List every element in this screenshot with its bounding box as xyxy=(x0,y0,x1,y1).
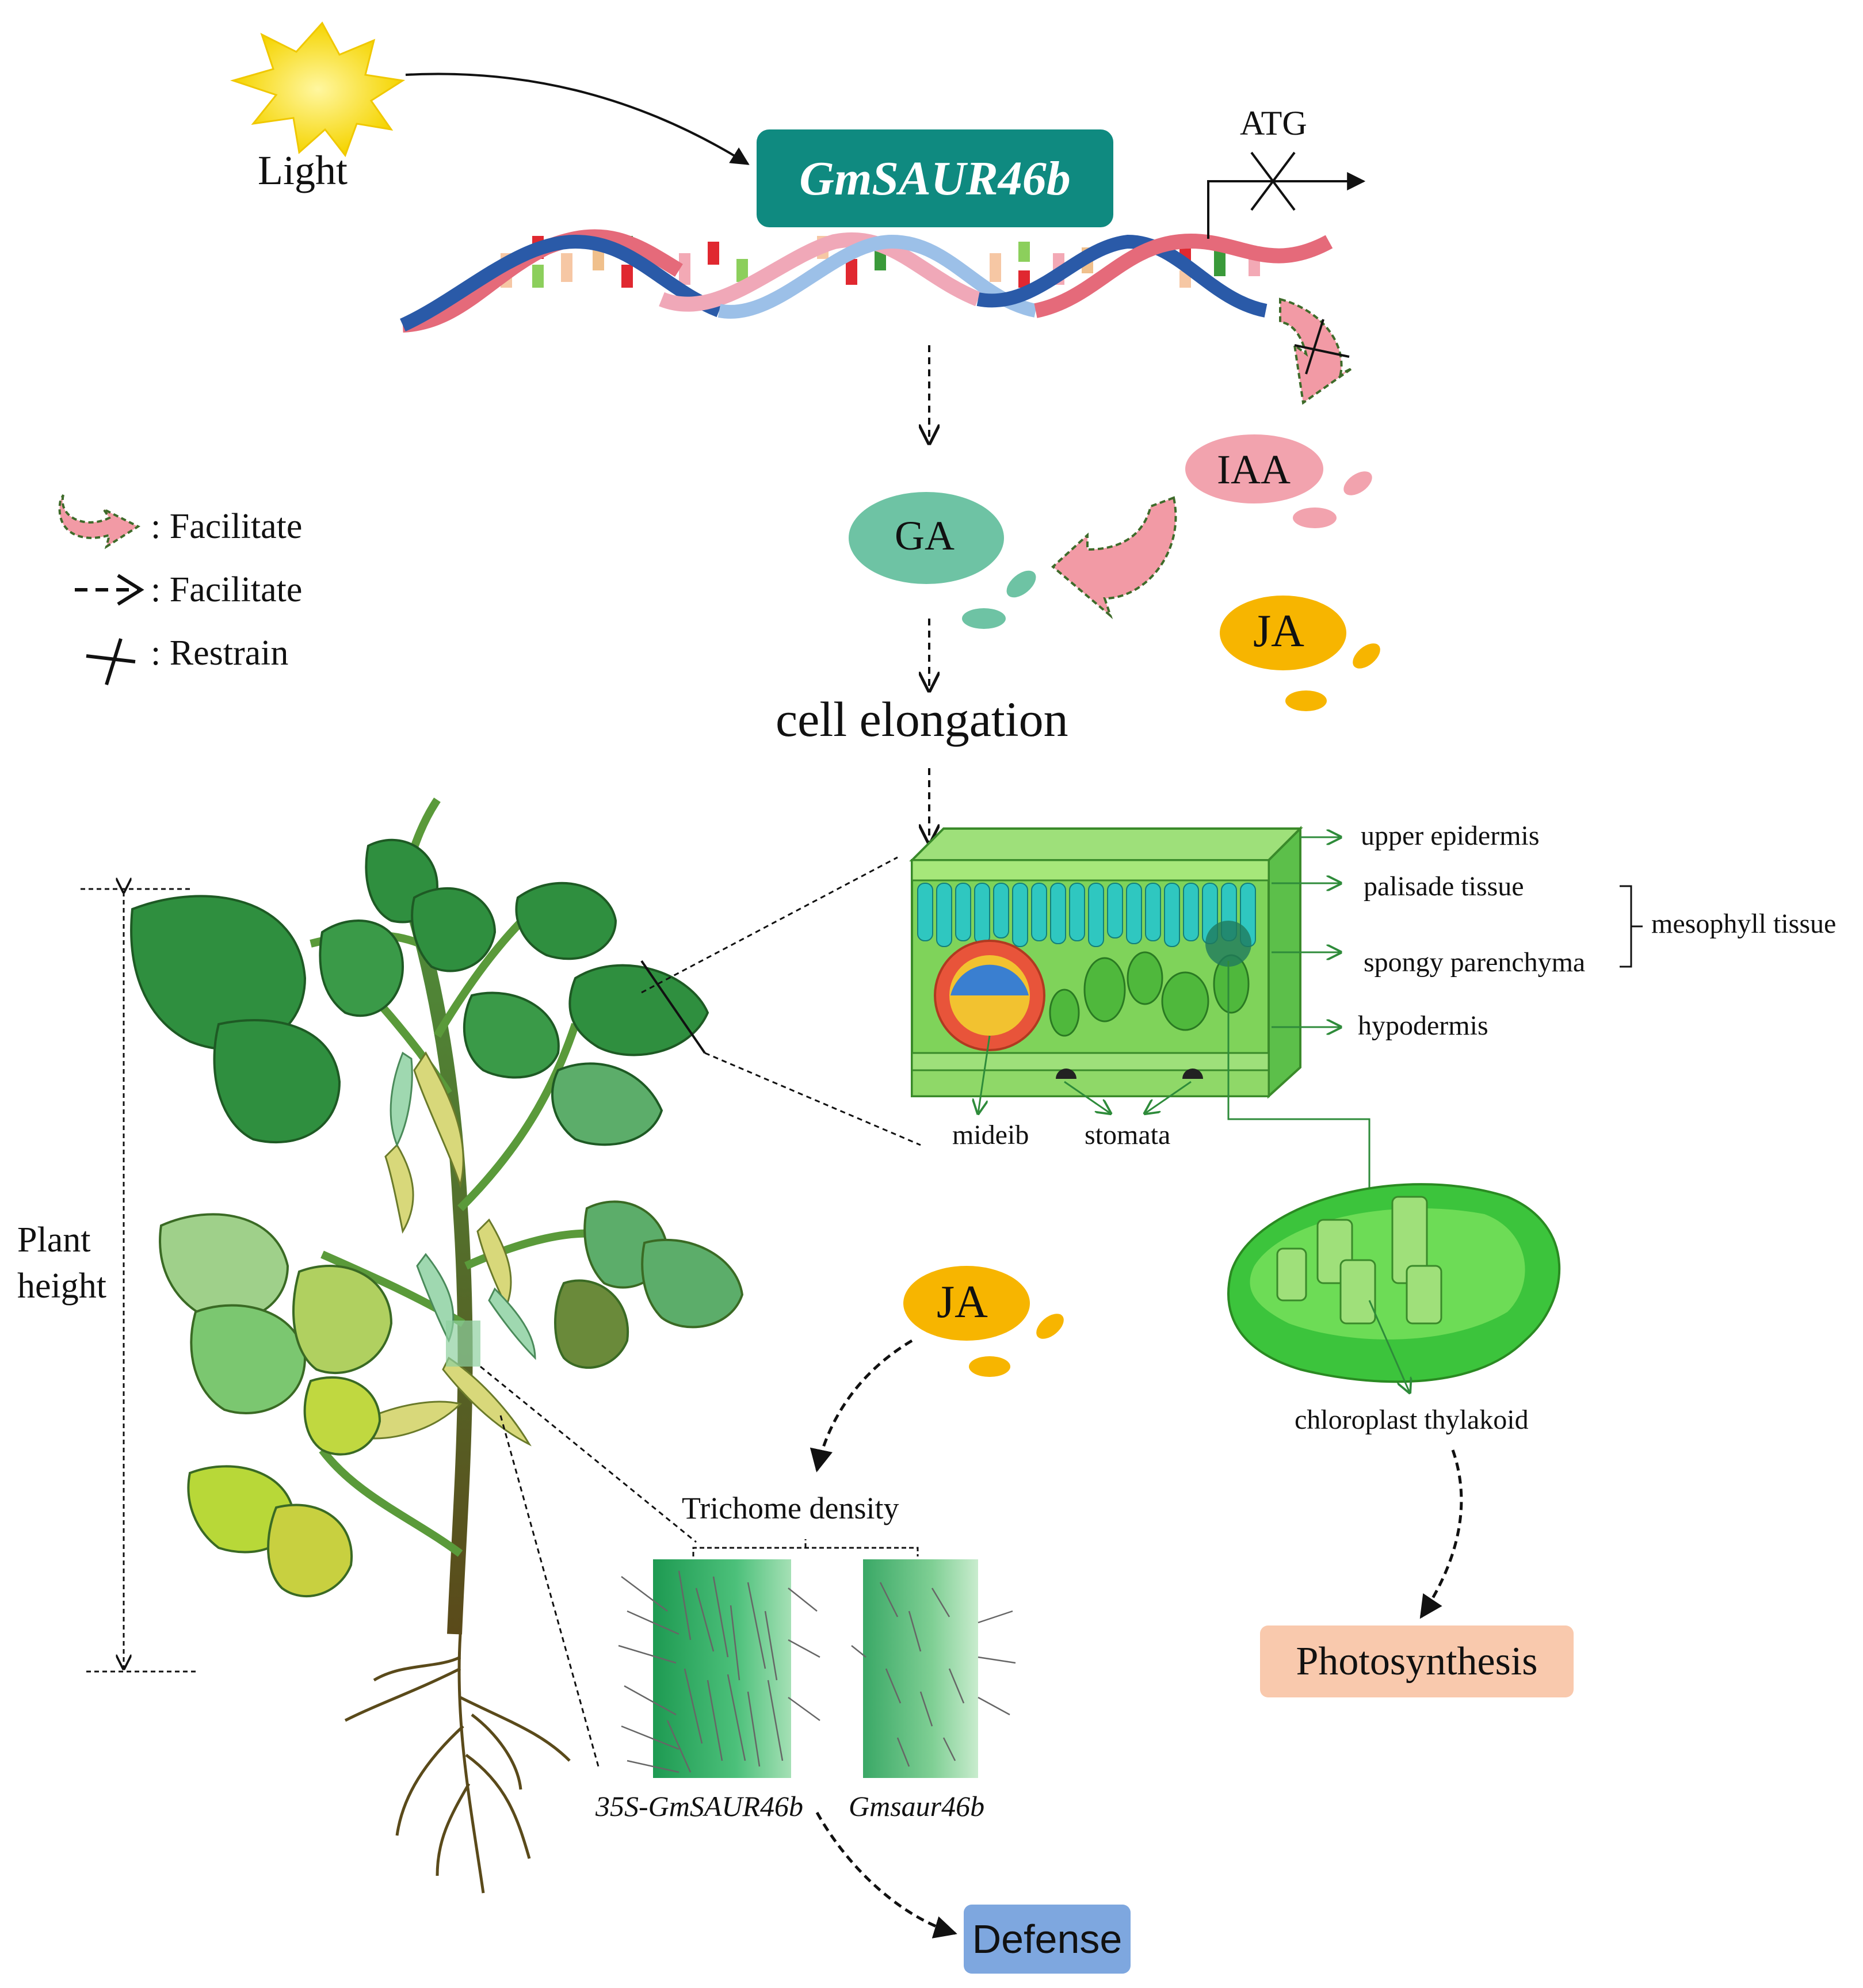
overexpression-label: 35S-GmSAUR46b xyxy=(595,1790,804,1822)
restrain-cross-icon xyxy=(1294,319,1350,375)
mesophyll-tissue-label: mesophyll tissue xyxy=(1651,909,1837,939)
photosynthesis-box: Photosynthesis xyxy=(1260,1625,1574,1697)
sun-icon xyxy=(230,21,406,158)
leaf-cut-line xyxy=(640,960,706,1054)
pointer-stomata-2 xyxy=(1145,1081,1192,1113)
atg-cross-icon xyxy=(1250,151,1296,211)
ga-label: GA xyxy=(895,513,955,559)
photosynthesis-label: Photosynthesis xyxy=(1296,1639,1538,1684)
leaf-cross-section xyxy=(909,826,1303,1099)
legend-dashed-arrow-icon xyxy=(75,574,144,606)
mesophyll-bracket xyxy=(1620,885,1643,968)
palisade-tissue-label: palisade tissue xyxy=(1364,871,1524,902)
midrib-label: mideib xyxy=(952,1120,1029,1150)
trichome-bracket xyxy=(692,1539,919,1556)
zoom-lines-leaf xyxy=(641,856,921,1146)
ga-ellipse xyxy=(849,492,1004,584)
legend-text-facilitate-1: : Facilitate xyxy=(151,507,303,546)
dashed-arrow-ja-trichome xyxy=(810,1339,913,1472)
plant-height-label-line2: height xyxy=(17,1266,106,1306)
dna-helix-icon xyxy=(400,229,1333,333)
legend-cross-icon xyxy=(86,638,136,685)
cell-elongation-label: cell elongation xyxy=(776,692,1068,747)
soybean-plant-icon xyxy=(130,798,744,1894)
ja-drop xyxy=(1353,643,1380,669)
spongy-parenchyma-label: spongy parenchyma xyxy=(1364,947,1586,978)
defense-box: Defense xyxy=(964,1905,1131,1974)
legend-pink-arrow-icon xyxy=(58,494,141,550)
atg-label: ATG xyxy=(1240,104,1307,142)
light-arrow xyxy=(405,73,750,165)
iaa-label: IAA xyxy=(1217,447,1291,493)
plant-height-label-line1: Plant xyxy=(17,1220,91,1260)
transcription-arrow xyxy=(1207,172,1366,239)
pink-arrow-icon xyxy=(1279,297,1353,405)
pointer-chloroplast xyxy=(1227,961,1370,1208)
light-label: Light xyxy=(258,147,348,193)
chloroplast-label: chloroplast thylakoid xyxy=(1295,1405,1529,1435)
ja-label-bottom: JA xyxy=(937,1277,988,1327)
ja-ellipse xyxy=(1220,596,1346,670)
dashed-arrow-photosynthesis xyxy=(1419,1449,1463,1619)
ga-drop xyxy=(962,608,1006,629)
legend-text-restrain: : Restrain xyxy=(151,634,289,673)
trichome-density-label: Trichome density xyxy=(682,1491,899,1525)
ja-drop xyxy=(1036,1314,1064,1339)
ja-label-top: JA xyxy=(1253,606,1304,657)
dashed-arrow-defense xyxy=(815,1811,957,1939)
stem-overexpression-icon xyxy=(618,1559,820,1778)
ja-ellipse-bottom xyxy=(903,1266,1030,1341)
stomata-label: stomata xyxy=(1085,1120,1171,1150)
plant-height-indicator xyxy=(81,889,198,1673)
ga-drop xyxy=(1006,570,1036,598)
legend-text-facilitate-2: : Facilitate xyxy=(151,570,303,609)
gene-box: GmSAUR46b xyxy=(757,129,1113,227)
iaa-drop xyxy=(1293,508,1337,528)
stem-mutant-icon xyxy=(851,1559,1016,1778)
pointer-thylakoid xyxy=(1368,1300,1410,1392)
mutant-label: Gmsaur46b xyxy=(849,1790,985,1822)
hypodermis-label: hypodermis xyxy=(1358,1010,1488,1041)
pink-arrow-icon xyxy=(1051,496,1177,620)
gene-label: GmSAUR46b xyxy=(799,151,1071,205)
ja-drop xyxy=(1285,690,1327,711)
defense-label: Defense xyxy=(972,1917,1123,1962)
ja-drop xyxy=(969,1356,1010,1377)
iaa-ellipse xyxy=(1185,434,1323,503)
chloroplast-icon xyxy=(1227,1183,1561,1383)
zoom-lines-stem xyxy=(480,1365,697,1767)
iaa-drop xyxy=(1343,471,1372,495)
pointer-midrib xyxy=(978,1035,991,1113)
pointer-stomata-1 xyxy=(1064,1081,1110,1113)
upper-epidermis-label: upper epidermis xyxy=(1361,821,1540,851)
